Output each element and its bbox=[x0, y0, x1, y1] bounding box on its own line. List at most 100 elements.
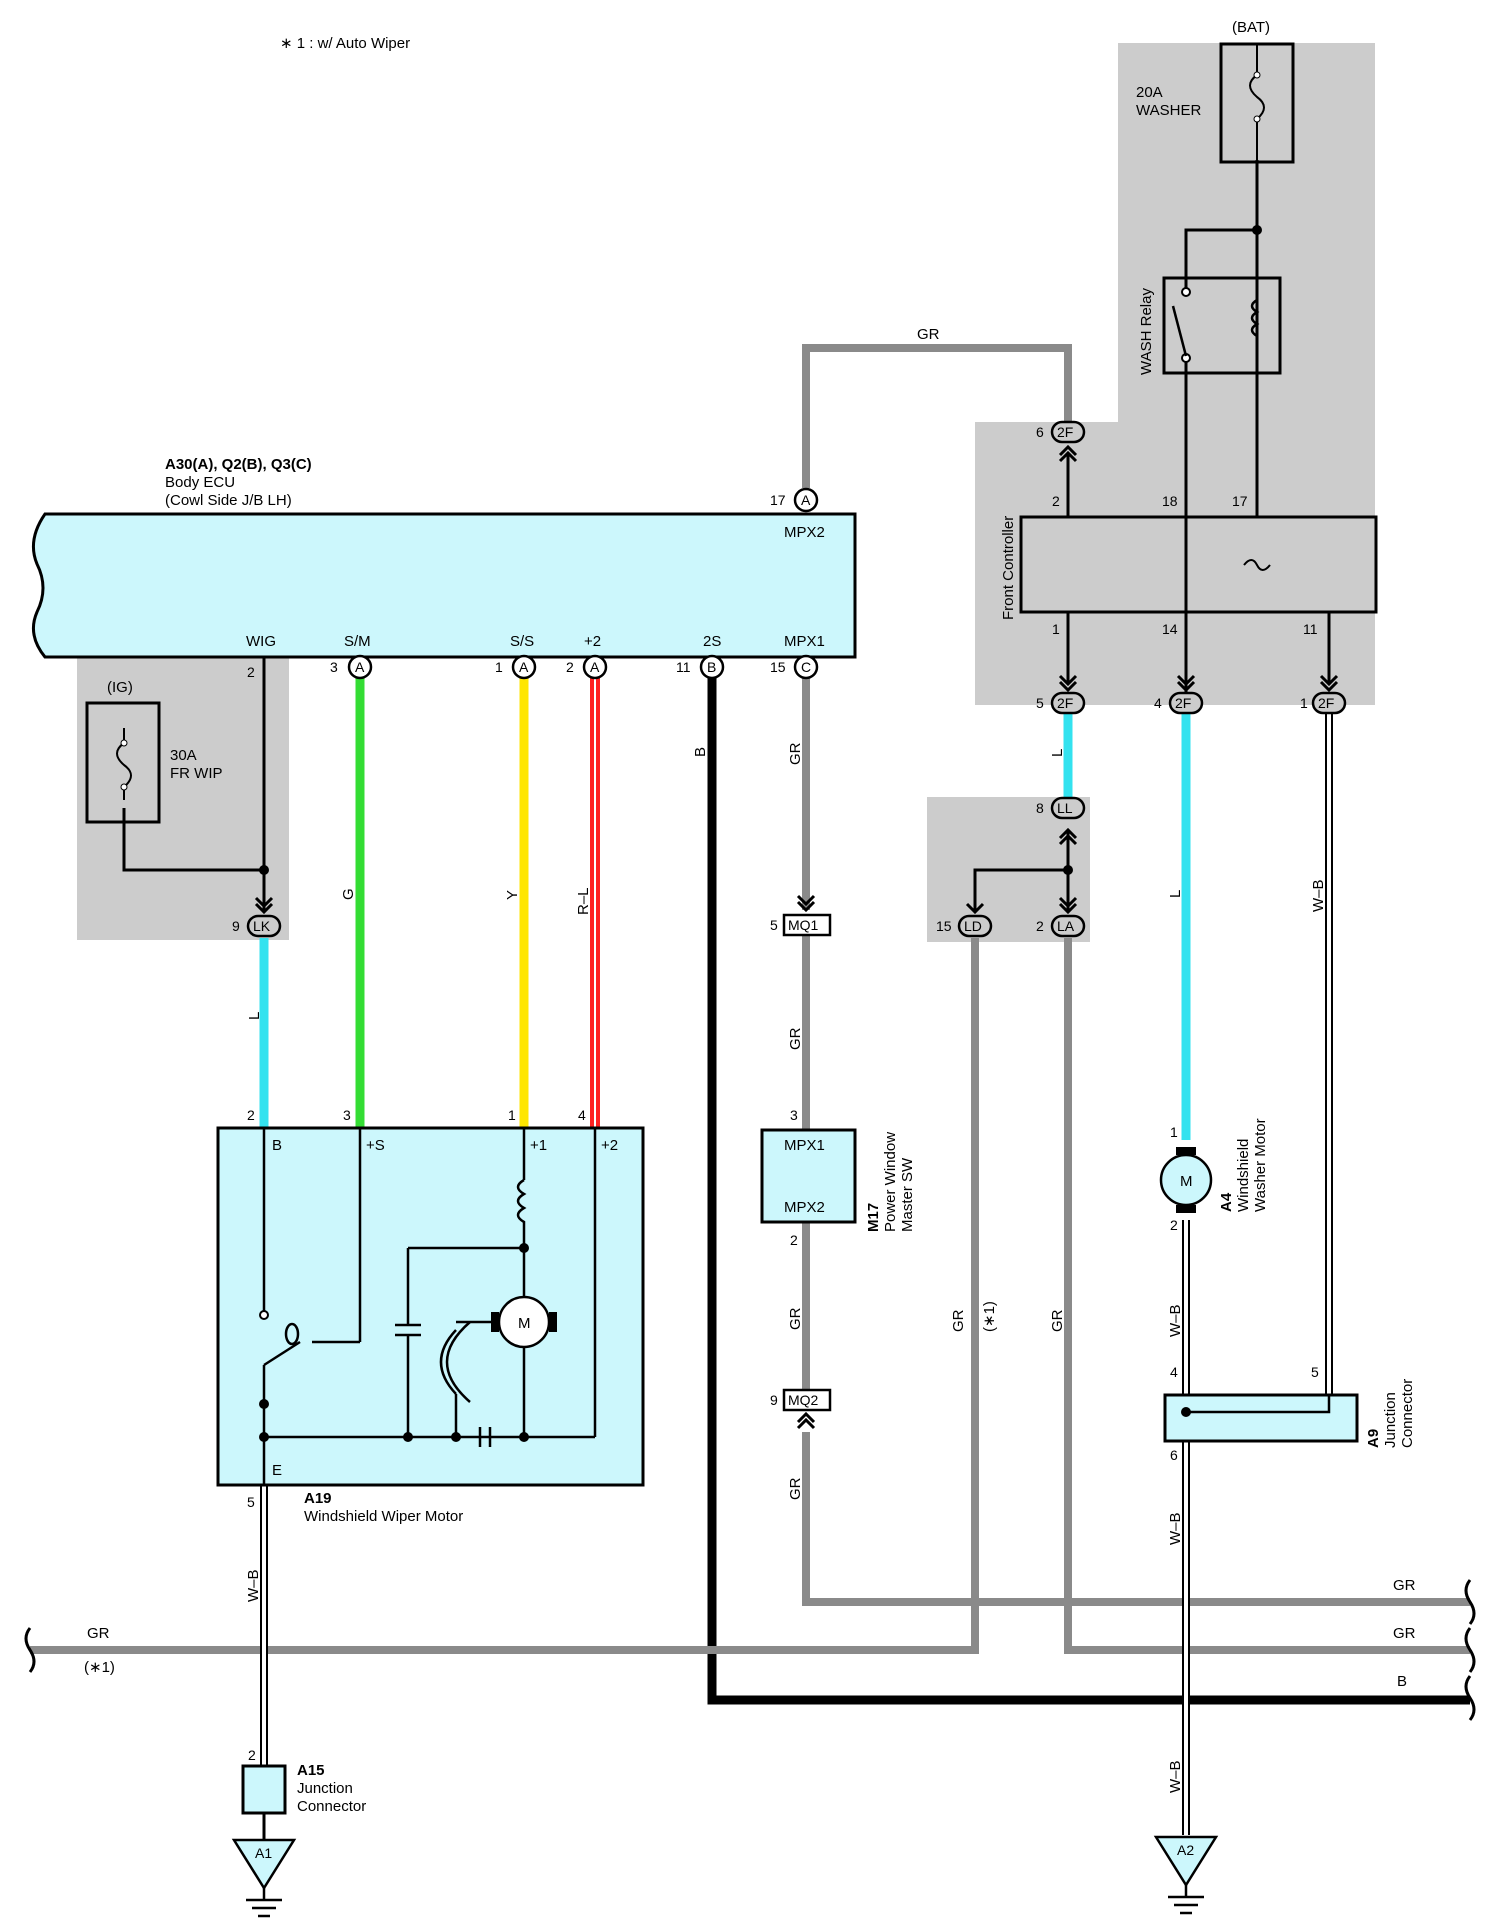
ecu-terminal-sm: S/M bbox=[344, 633, 371, 650]
svg-text:G: G bbox=[340, 888, 357, 900]
wire-ll-ld bbox=[973, 868, 1068, 910]
svg-text:6: 6 bbox=[1170, 1447, 1178, 1463]
connector-2f-c: 2F 1 bbox=[1300, 674, 1347, 715]
ecu-terminal-mpx2: MPX2 bbox=[784, 524, 825, 541]
svg-text:B: B bbox=[272, 1137, 282, 1154]
body-ecu: A30(A), Q2(B), Q3(C) Body ECU (Cowl Side… bbox=[31, 456, 857, 680]
a9-name2: Connector bbox=[1399, 1379, 1416, 1448]
svg-text:W–B: W–B bbox=[1310, 879, 1327, 912]
wire-gr-bus1 bbox=[802, 1432, 1470, 1606]
wiper-motor-name: Windshield Wiper Motor bbox=[304, 1508, 463, 1525]
svg-text:5: 5 bbox=[247, 1494, 255, 1510]
wire-relay-top bbox=[1184, 228, 1257, 290]
washer-motor-name1: Windshield bbox=[1235, 1139, 1252, 1212]
svg-text:14: 14 bbox=[1162, 621, 1178, 637]
svg-text:GR: GR bbox=[950, 1309, 967, 1332]
svg-text:R–L: R–L bbox=[575, 887, 592, 915]
connector-2f-top: 2F 6 bbox=[1036, 420, 1086, 463]
svg-text:MQ1: MQ1 bbox=[788, 917, 819, 933]
svg-text:15: 15 bbox=[770, 659, 786, 675]
svg-text:B: B bbox=[707, 659, 716, 675]
fuse-bat-rating: 20A bbox=[1136, 84, 1163, 101]
svg-text:MPX2: MPX2 bbox=[784, 1199, 825, 1216]
svg-text:2F: 2F bbox=[1057, 424, 1073, 440]
svg-text:1: 1 bbox=[508, 1107, 516, 1123]
svg-text:9: 9 bbox=[770, 1392, 778, 1408]
svg-text:C: C bbox=[801, 659, 811, 675]
svg-text:17: 17 bbox=[1232, 493, 1248, 509]
fuse-ig-rating: 30A bbox=[170, 747, 197, 764]
fuse-ig-name: FR WIP bbox=[170, 765, 223, 782]
connector-a2: A 2 bbox=[566, 654, 608, 680]
svg-text:L: L bbox=[1049, 749, 1066, 757]
svg-text:2: 2 bbox=[566, 659, 574, 675]
svg-text:A: A bbox=[801, 492, 811, 508]
svg-text:2: 2 bbox=[248, 1747, 256, 1763]
fuse-ig-box bbox=[85, 701, 161, 824]
ecu-connectors: A 17 A 3 A 1 A 2 B 11 C 15 bbox=[330, 487, 819, 680]
a9-code: A9 bbox=[1365, 1429, 1382, 1448]
ecu-terminal-wig: WIG bbox=[246, 633, 276, 650]
svg-text:3: 3 bbox=[790, 1107, 798, 1123]
connector-mq1: MQ1 5 bbox=[770, 894, 832, 937]
auto-wiper-note: ∗ 1 : w/ Auto Wiper bbox=[280, 35, 410, 52]
svg-text:(∗1): (∗1) bbox=[981, 1301, 998, 1332]
svg-text:2: 2 bbox=[1170, 1217, 1178, 1233]
wiper-motor-code: A19 bbox=[304, 1490, 332, 1507]
svg-text:GR: GR bbox=[1393, 1625, 1416, 1642]
svg-text:M: M bbox=[1180, 1173, 1193, 1190]
ecu-terminal-mpx1: MPX1 bbox=[784, 633, 825, 650]
svg-text:2: 2 bbox=[1052, 493, 1060, 509]
svg-text:W–B: W–B bbox=[1167, 1304, 1184, 1337]
fuse-washer: (BAT) 20A WASHER bbox=[1136, 19, 1295, 235]
fuse-ig-symbol bbox=[116, 728, 132, 800]
a15-name2: Connector bbox=[297, 1798, 366, 1815]
a15-code: A15 bbox=[297, 1762, 325, 1779]
connector-2f-a: 2F 5 bbox=[1036, 674, 1086, 715]
svg-text:3: 3 bbox=[330, 659, 338, 675]
relay-box bbox=[1162, 276, 1282, 375]
ground-a1: A1 bbox=[231, 1838, 297, 1918]
svg-text:GR: GR bbox=[1393, 1577, 1416, 1594]
ecu-terminal-ss: S/S bbox=[510, 633, 534, 650]
svg-text:E: E bbox=[272, 1462, 282, 1479]
wire-gr-top bbox=[802, 344, 1072, 488]
body-ecu-sub: (Cowl Side J/B LH) bbox=[165, 492, 292, 509]
relay-coil bbox=[1250, 298, 1260, 338]
connector-a1: A 1 bbox=[495, 654, 537, 680]
svg-text:MQ2: MQ2 bbox=[788, 1392, 819, 1408]
wire-fuse-ig bbox=[122, 808, 264, 872]
svg-text:2: 2 bbox=[247, 1107, 255, 1123]
wiper-motor-symbol: M bbox=[491, 1295, 557, 1349]
svg-text:LD: LD bbox=[964, 918, 982, 934]
svg-text:W–B: W–B bbox=[1167, 1760, 1184, 1793]
svg-text:2F: 2F bbox=[1318, 695, 1334, 711]
svg-text:GR: GR bbox=[1049, 1309, 1066, 1332]
svg-text:4: 4 bbox=[1154, 695, 1162, 711]
svg-text:GR: GR bbox=[787, 1027, 804, 1050]
svg-text:15: 15 bbox=[936, 918, 952, 934]
connector-a3: A 3 bbox=[330, 654, 373, 680]
svg-text:18: 18 bbox=[1162, 493, 1178, 509]
front-controller-box bbox=[1019, 515, 1378, 614]
svg-text:W–B: W–B bbox=[1167, 1512, 1184, 1545]
ig-fuse-shade-top bbox=[172, 657, 289, 662]
svg-text:W–B: W–B bbox=[245, 1569, 262, 1602]
svg-text:MPX1: MPX1 bbox=[784, 1137, 825, 1154]
svg-text:LA: LA bbox=[1057, 918, 1075, 934]
ecu-pin-wig: 2 bbox=[247, 664, 255, 680]
fuse-bat-source: (BAT) bbox=[1232, 19, 1270, 36]
svg-text:Y: Y bbox=[504, 890, 521, 900]
fuse-bat-symbol bbox=[1249, 44, 1265, 160]
svg-text:1: 1 bbox=[1052, 621, 1060, 637]
wash-relay: WASH Relay bbox=[1138, 276, 1282, 375]
master-sw-name2: Master SW bbox=[899, 1157, 916, 1232]
svg-text:LK: LK bbox=[253, 918, 271, 934]
front-controller-name: Front Controller bbox=[1000, 516, 1017, 620]
wire-bus-end-3 bbox=[1464, 1675, 1476, 1721]
junction-connector-a9: 4 5 6 A9 Junction Connector bbox=[1163, 1364, 1416, 1463]
svg-text:17: 17 bbox=[770, 492, 786, 508]
svg-text:+2: +2 bbox=[601, 1137, 618, 1154]
svg-text:M: M bbox=[518, 1315, 531, 1332]
